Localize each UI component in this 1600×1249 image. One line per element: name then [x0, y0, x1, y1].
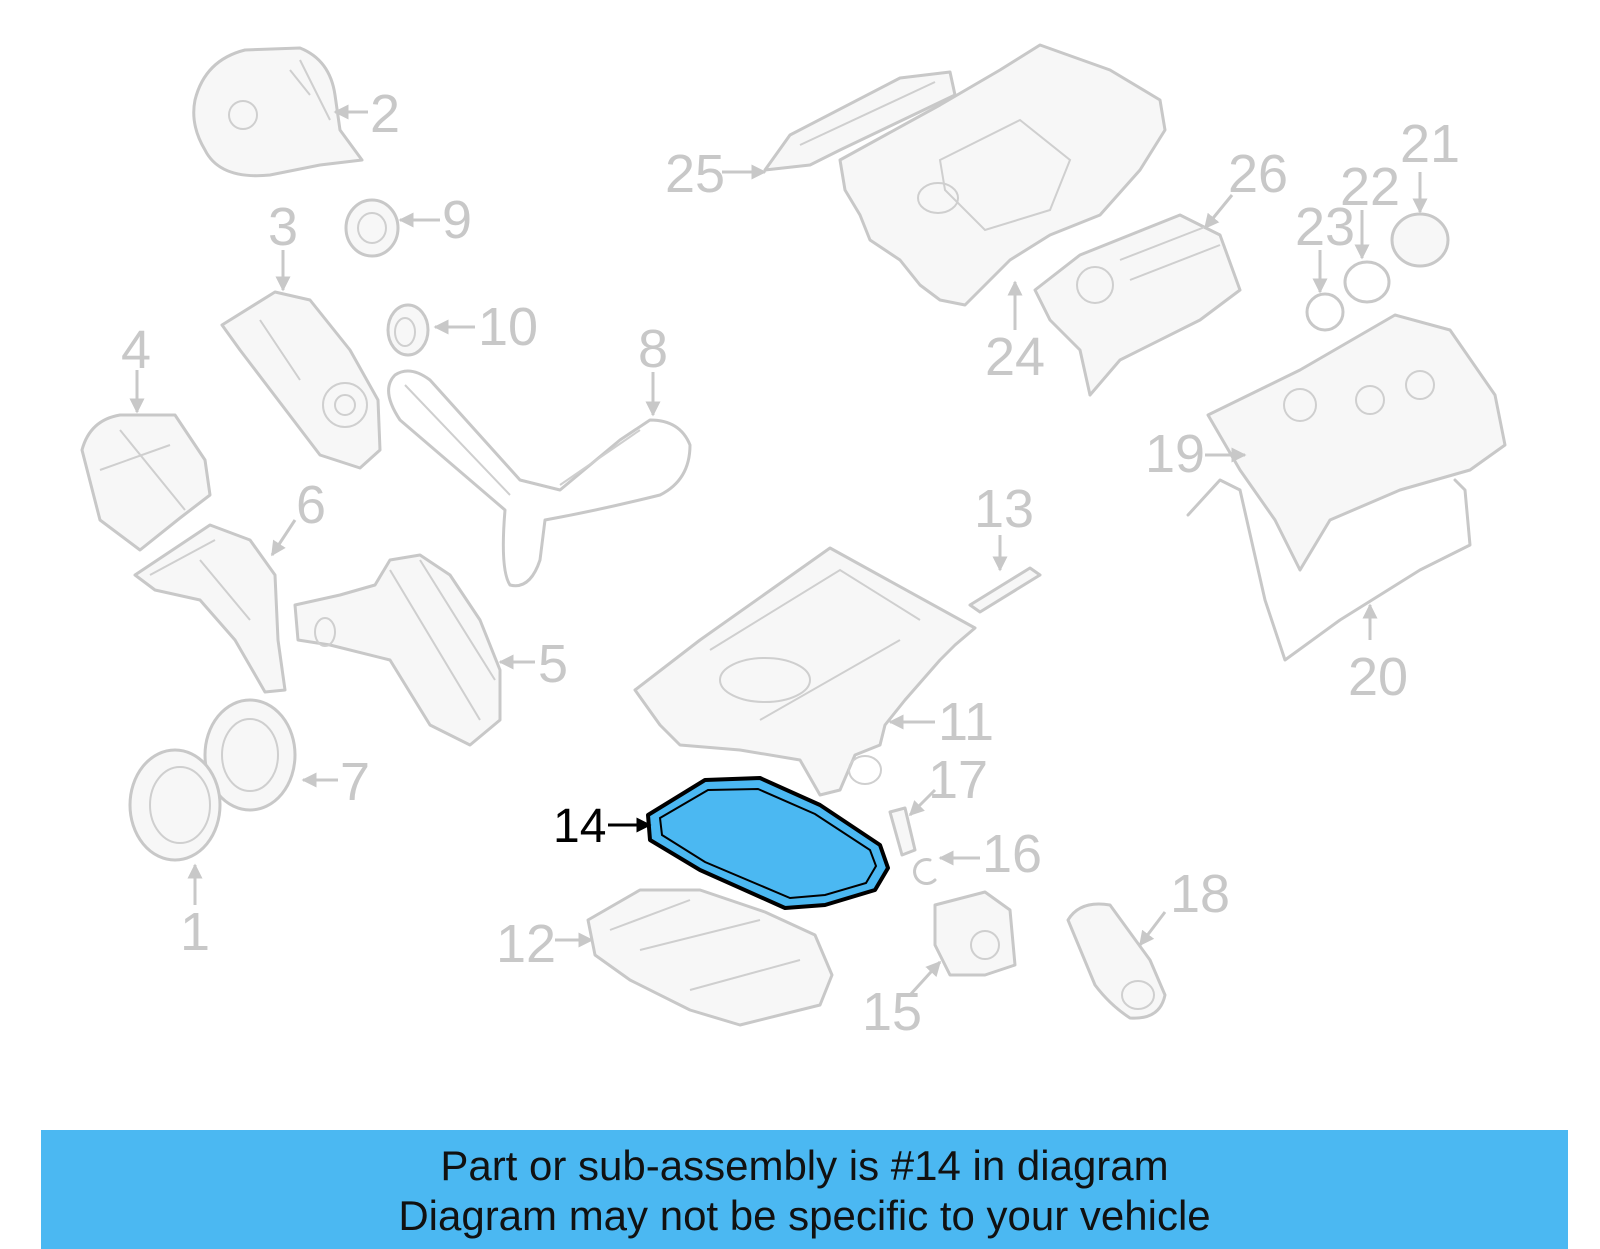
part-25-intake-rail[interactable] [763, 70, 957, 172]
callout-2: 2 [370, 84, 400, 144]
callout-18: 18 [1170, 864, 1230, 924]
part-18-oil-filter[interactable] [1066, 902, 1167, 1020]
callout-26: 26 [1228, 144, 1288, 204]
callout-25: 25 [665, 144, 725, 204]
callout-16: 16 [982, 824, 1042, 884]
callout-15: 15 [862, 982, 922, 1042]
part-3-timing-cover[interactable] [220, 290, 382, 470]
callout-20: 20 [1348, 647, 1408, 707]
banner-line-2: Diagram may not be specific to your vehi… [398, 1191, 1211, 1239]
callout-numbers: 2 9 10 3 4 6 5 7 1 8 25 24 26 21 22 23 1… [121, 84, 1460, 1042]
part-14-oil-pan-gasket[interactable] [646, 776, 890, 910]
part-20-gasket[interactable] [1186, 478, 1472, 662]
part-5-timing-cover[interactable] [293, 553, 502, 747]
callout-3: 3 [268, 197, 298, 257]
part-15-filter-housing[interactable] [933, 890, 1017, 977]
callout-17: 17 [928, 750, 988, 810]
callout-9: 9 [442, 190, 472, 250]
callout-21: 21 [1400, 114, 1460, 174]
part-23-ring[interactable] [1305, 292, 1345, 332]
parts-diagram: 2 9 10 3 4 6 5 7 1 8 25 24 26 21 22 23 1… [80, 43, 1507, 1042]
part-7-flange[interactable] [203, 698, 297, 812]
callout-6: 6 [296, 475, 326, 535]
part-4-cover[interactable] [80, 413, 212, 552]
callout-1: 1 [180, 902, 210, 962]
part-8-timing-belt[interactable] [387, 369, 692, 588]
part-12-oil-pan-lower[interactable] [586, 888, 834, 1027]
part-21-oil-cap[interactable] [1390, 212, 1450, 268]
part-24-engine-cover[interactable] [838, 43, 1167, 307]
callout-5: 5 [538, 634, 568, 694]
part-26-cam-cover[interactable] [1033, 213, 1242, 397]
part-11-oil-pan-upper[interactable] [633, 546, 977, 797]
callout-23: 23 [1295, 197, 1355, 257]
info-banner: Part or sub-assembly is #14 in diagram D… [41, 1130, 1568, 1249]
callout-4: 4 [121, 320, 151, 380]
part-1-seal-ring[interactable] [128, 748, 222, 862]
part-6-bracket[interactable] [133, 523, 287, 694]
part-9-pulley[interactable] [344, 198, 400, 258]
callout-11: 11 [938, 692, 994, 752]
part-22-ring[interactable] [1343, 260, 1391, 304]
part-17-sender[interactable] [888, 806, 917, 857]
callout-19: 19 [1145, 424, 1205, 484]
callout-8: 8 [638, 319, 668, 379]
callout-10: 10 [478, 297, 538, 357]
callout-arrows [129, 104, 1428, 997]
callout-22: 22 [1340, 157, 1400, 217]
part-19-valve-cover[interactable] [1206, 313, 1507, 572]
callout-7: 7 [340, 752, 370, 812]
callout-12: 12 [496, 914, 556, 974]
callout-13: 13 [974, 479, 1034, 539]
banner-line-1: Part or sub-assembly is #14 in diagram [440, 1141, 1169, 1189]
part-16-clip[interactable] [913, 858, 937, 885]
part-10-seal[interactable] [386, 303, 430, 357]
part-2-timing-cover[interactable] [192, 46, 364, 178]
callout-24: 24 [985, 327, 1045, 387]
callout-14: 14 [553, 800, 606, 853]
part-13-sealant[interactable] [968, 566, 1042, 614]
